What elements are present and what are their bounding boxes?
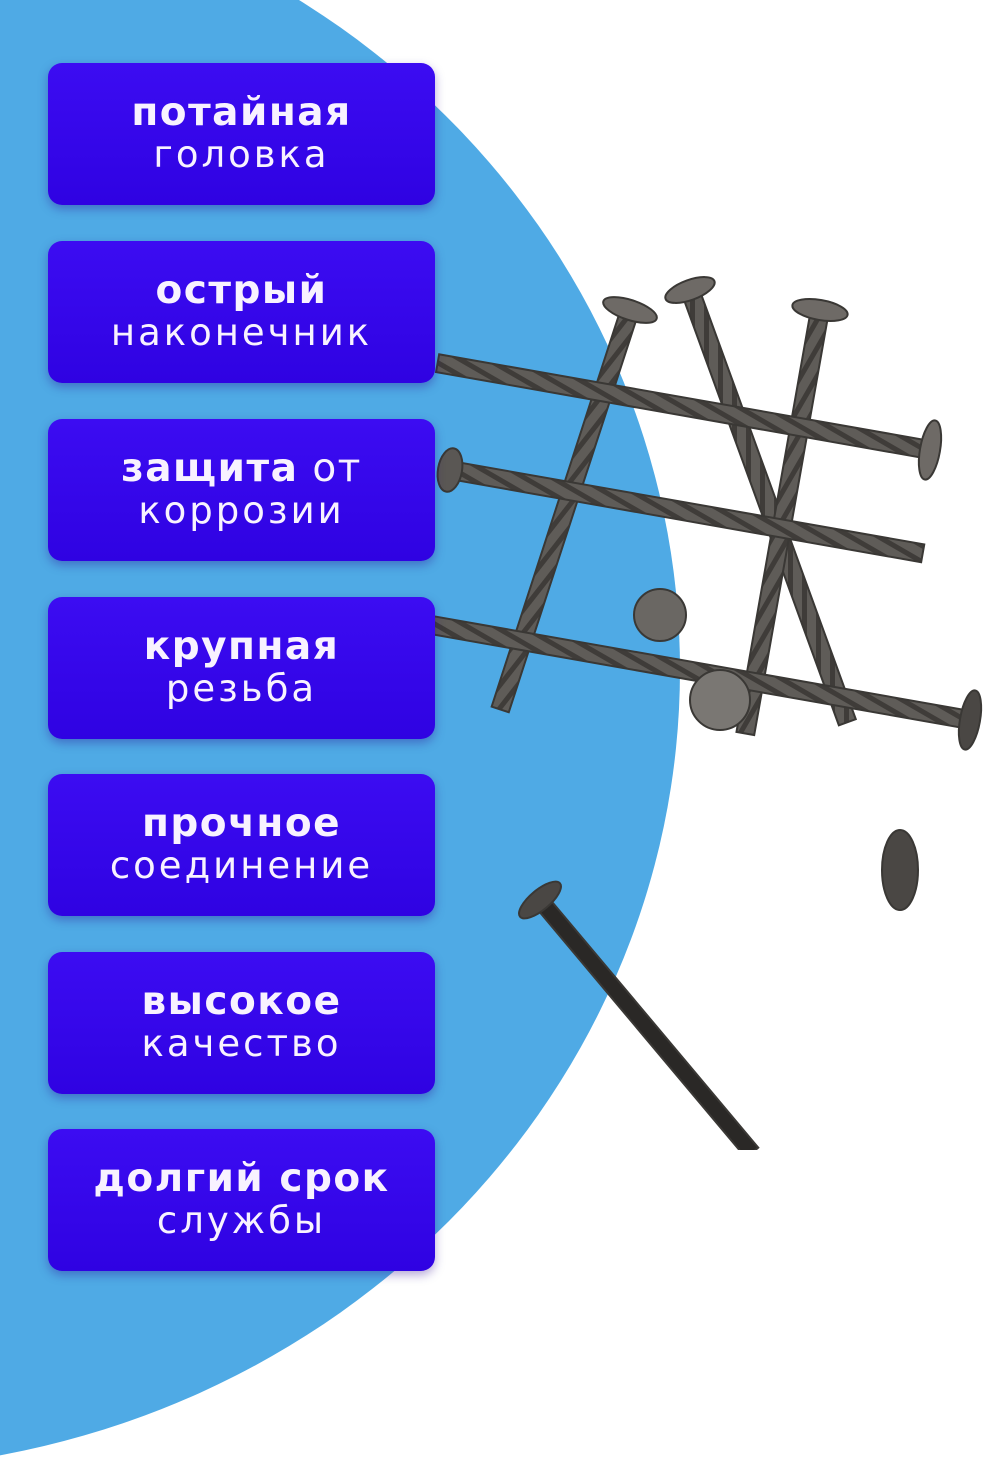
feature-subtitle: головка: [153, 133, 330, 176]
feature-title: острый: [155, 268, 328, 313]
screws-pile-image: [415, 276, 983, 1150]
feature-countersunk-head: потайная головка: [48, 63, 435, 205]
feature-subtitle: коррозии: [138, 489, 345, 532]
feature-sharp-tip: острый наконечник: [48, 241, 435, 383]
feature-strong-joint: прочное соединение: [48, 774, 435, 916]
feature-subtitle: наконечник: [110, 311, 373, 354]
feature-title: прочное: [141, 801, 342, 846]
feature-subtitle: резьба: [165, 667, 318, 710]
feature-subtitle: службы: [156, 1199, 327, 1242]
feature-title: потайная: [131, 90, 352, 135]
feature-title-suffix: от: [298, 446, 362, 491]
feature-title: высокое: [141, 979, 342, 1024]
feature-high-quality: высокое качество: [48, 952, 435, 1094]
feature-coarse-thread: крупная резьба: [48, 597, 435, 739]
feature-title: защита: [121, 446, 299, 491]
feature-title: крупная: [143, 624, 340, 669]
feature-long-service-life: долгий срок службы: [48, 1129, 435, 1271]
feature-title: долгий срок: [93, 1156, 390, 1201]
feature-corrosion-protection: защита от коррозии: [48, 419, 435, 561]
feature-subtitle: соединение: [109, 844, 374, 887]
feature-subtitle: качество: [141, 1022, 342, 1065]
